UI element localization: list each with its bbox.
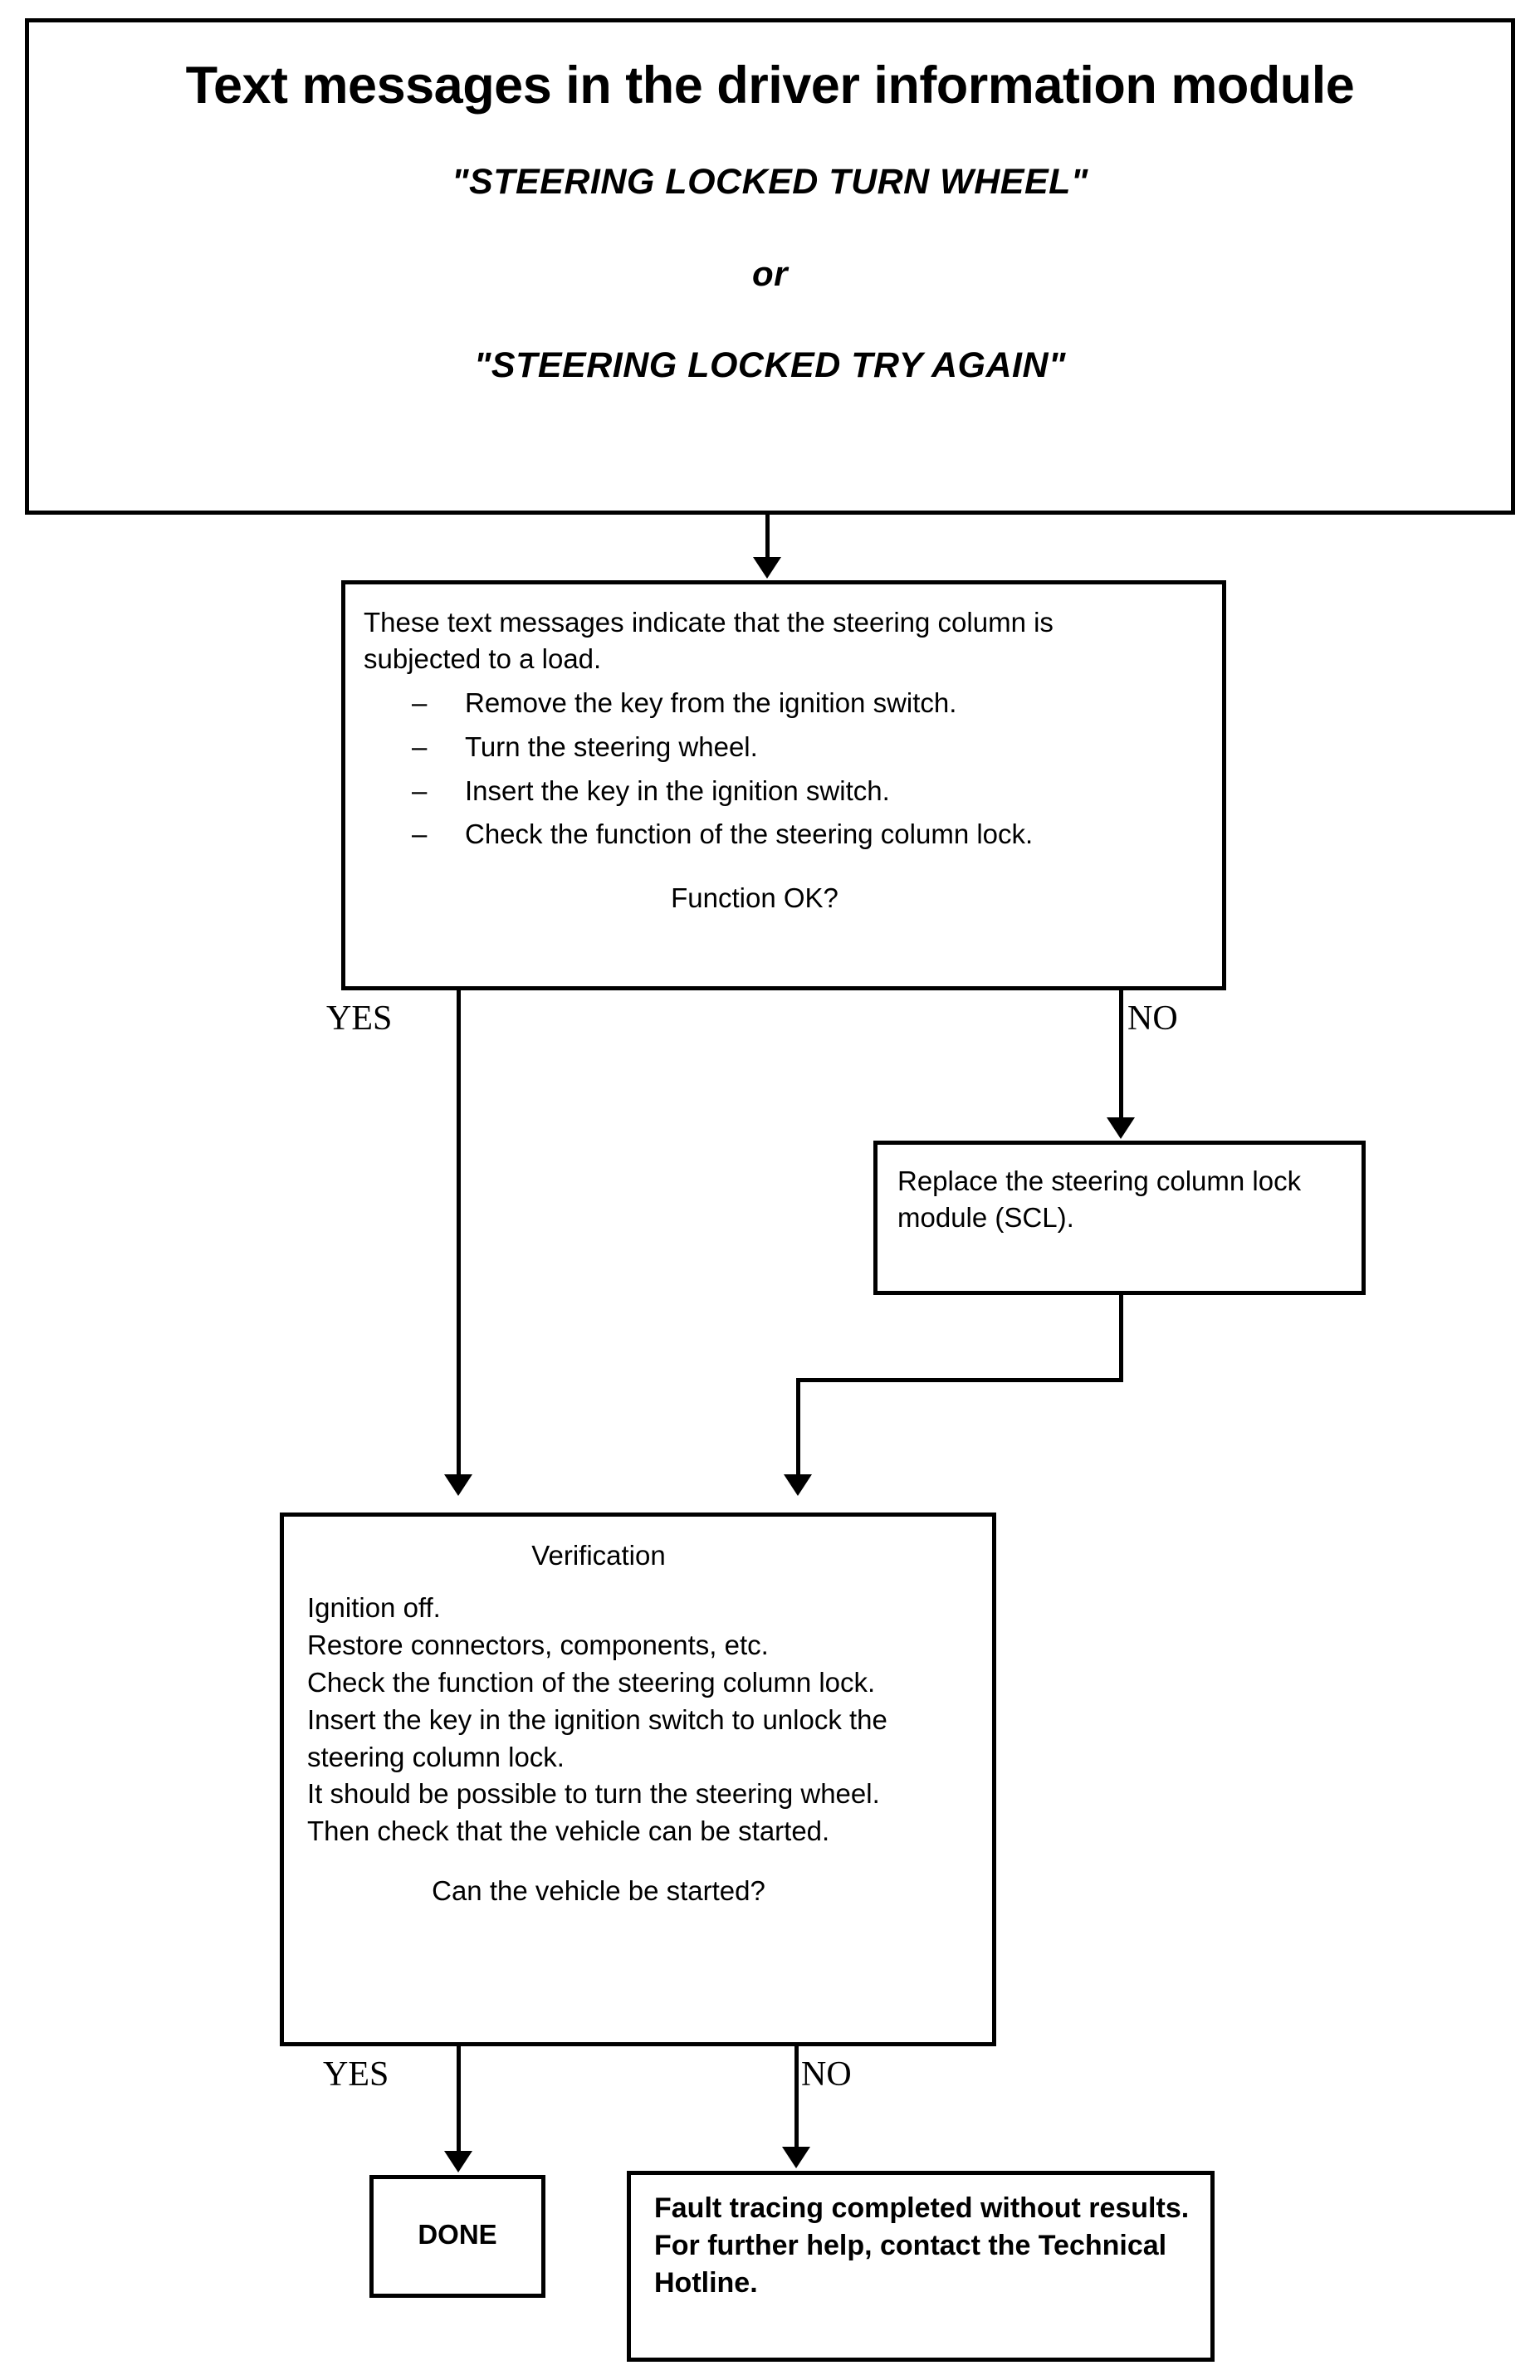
verification-title: Verification [531,1540,666,1571]
connector-verification-yes [457,2046,461,2153]
message-conjunction: or [752,254,788,294]
done-label: DONE [418,2219,497,2250]
verification-question: Can the vehicle be started? [432,1875,765,1907]
step-item: – Remove the key from the ignition switc… [412,685,1142,721]
verification-line: It should be possible to turn the steeri… [307,1778,880,1810]
dash-icon: – [412,819,428,850]
done-box: DONE [369,2175,545,2298]
steps-intro-text: These text messages indicate that the st… [364,607,1054,674]
connector-scl-left [796,1378,1123,1382]
step-label: Check the function of the steering colum… [465,819,1034,850]
verification-line: Check the function of the steering colum… [307,1666,876,1698]
branch-label-steps-yes: YES [326,999,393,1038]
verification-line: Restore connectors, components, etc. [307,1629,769,1660]
dash-icon: – [412,731,428,762]
step-item: – Insert the key in the ignition switch. [412,773,1142,809]
message-text-2: "STEERING LOCKED TRY AGAIN" [474,345,1066,386]
step-label: Turn the steering wheel. [465,731,758,762]
title-box: Text messages in the driver information … [25,18,1515,515]
replace-scl-text: Replace the steering column lock module … [897,1166,1302,1233]
branch-label-steps-no: NO [1127,999,1178,1038]
verification-line: Ignition off. [307,1592,441,1623]
arrowhead-steps-yes [444,1474,472,1496]
message-text-1: "STEERING LOCKED TURN WHEEL" [452,162,1088,203]
steps-box: These text messages indicate that the st… [341,580,1226,990]
fault-tracing-box: Fault tracing completed without results.… [627,2171,1215,2362]
replace-scl-box: Replace the steering column lock module … [873,1141,1366,1295]
arrowhead-title-to-steps [753,557,781,579]
dash-icon: – [412,687,428,718]
page-title: Text messages in the driver information … [185,56,1355,115]
connector-steps-yes [457,990,461,1476]
branch-label-verification-no: NO [801,2055,852,2094]
connector-title-to-steps [765,515,770,559]
connector-steps-no [1119,990,1123,1119]
step-label: Remove the key from the ignition switch. [465,687,957,718]
connector-scl-to-verification [796,1378,800,1476]
connector-verification-no [794,2046,799,2148]
fault-line-1: Fault tracing completed without results. [654,2192,1190,2224]
arrowhead-steps-no [1107,1117,1135,1139]
arrowhead-scl-to-verification [784,1474,812,1496]
step-item: – Turn the steering wheel. [412,729,1142,765]
verification-line: Then check that the vehicle can be start… [307,1816,830,1847]
step-item: – Check the function of the steering col… [412,816,1142,853]
fault-line-2: For further help, contact the Technical … [654,2229,1167,2299]
arrowhead-verification-no [782,2147,810,2168]
steps-question: Function OK? [671,882,838,914]
step-label: Insert the key in the ignition switch. [465,775,890,806]
branch-label-verification-yes: YES [323,2055,389,2094]
connector-scl-down [1119,1293,1123,1382]
verification-box: Verification Ignition off. Restore conne… [280,1513,996,2046]
verification-line: Insert the key in the ignition switch to… [307,1703,887,1772]
arrowhead-verification-yes [444,2151,472,2172]
dash-icon: – [412,775,428,806]
